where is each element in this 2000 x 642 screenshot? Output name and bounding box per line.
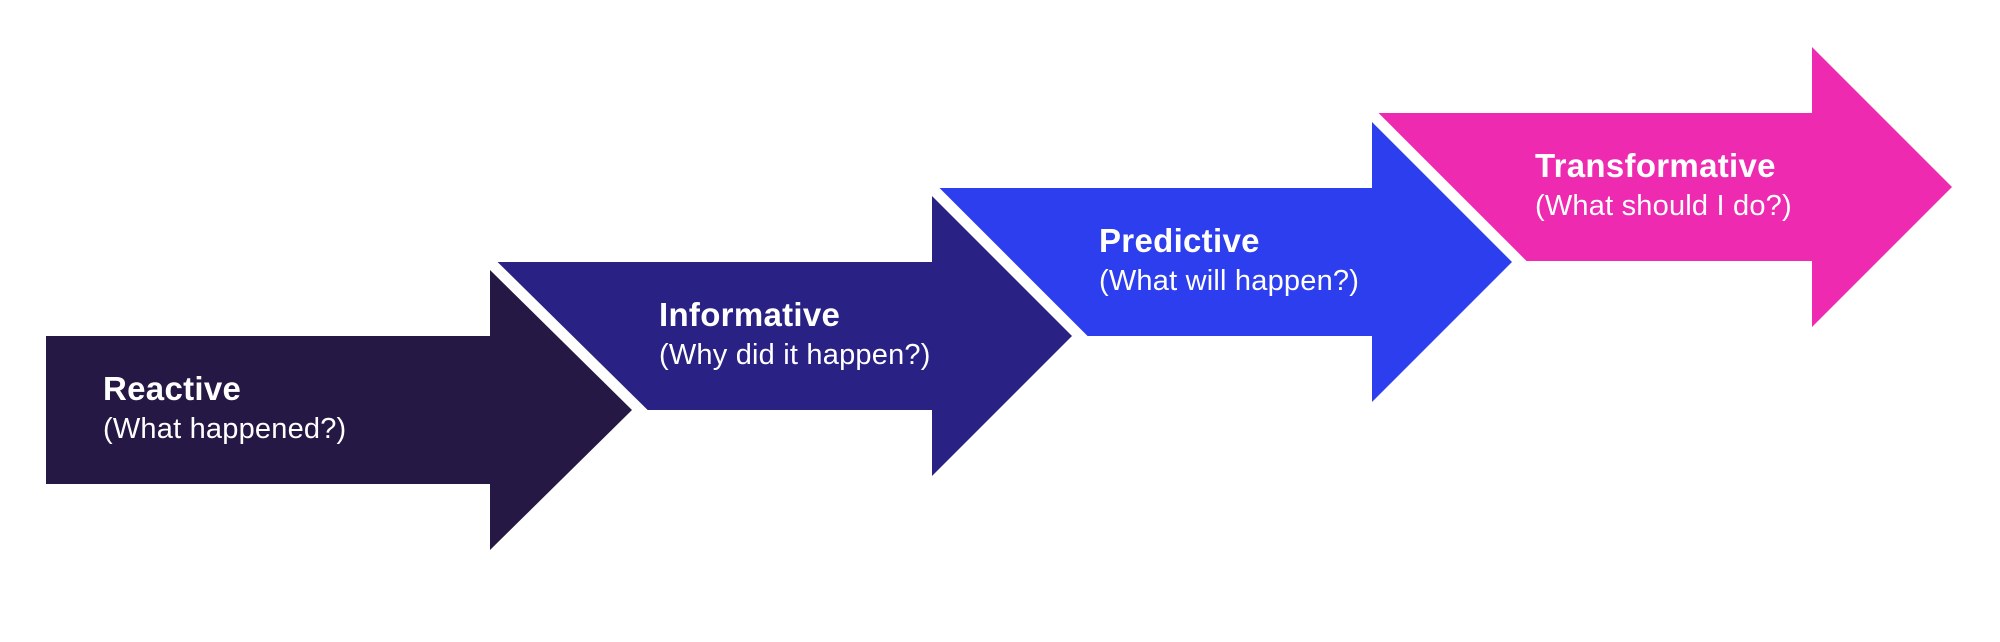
arrow-stage-1 — [35, 243, 648, 577]
stage-2-label-block: Informative (Why did it happen?) — [659, 295, 931, 375]
stage-4-label-block: Transformative (What should I do?) — [1535, 146, 1792, 226]
stage-1-label-block: Reactive (What happened?) — [103, 369, 346, 449]
stage-1-title: Reactive — [103, 370, 242, 407]
stage-2-title: Informative — [659, 296, 841, 333]
stage-1-subtitle: (What happened?) — [103, 413, 347, 445]
stage-2-subtitle: (Why did it happen?) — [659, 339, 931, 371]
stage-4-title: Transformative — [1535, 147, 1776, 184]
stage-3-subtitle: (What will happen?) — [1099, 265, 1360, 297]
stage-3-label-block: Predictive (What will happen?) — [1099, 221, 1359, 301]
stage-4-subtitle: (What should I do?) — [1535, 190, 1792, 222]
stage-3-title: Predictive — [1099, 222, 1260, 259]
